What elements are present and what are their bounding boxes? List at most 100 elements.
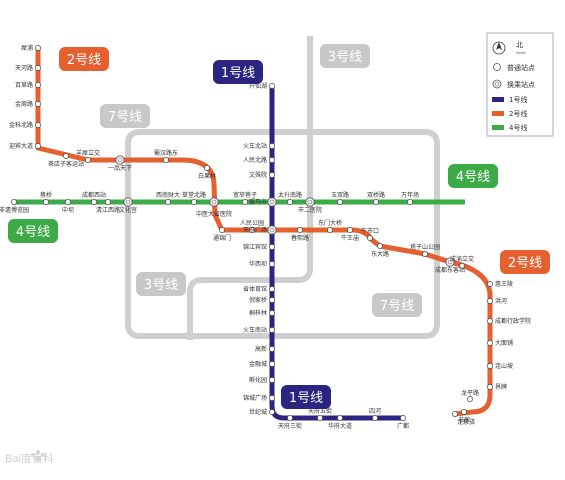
station-marker[interactable] — [269, 377, 275, 383]
station-label: 洪河 — [495, 297, 507, 305]
station-marker[interactable] — [269, 346, 275, 352]
station-marker[interactable] — [347, 227, 353, 233]
station-marker[interactable] — [467, 396, 473, 402]
station-label: 高新 — [255, 345, 267, 353]
station-label: 东门大桥 — [318, 219, 342, 227]
station-label: 蔡桥 — [40, 191, 52, 199]
station-marker[interactable] — [85, 157, 91, 163]
station-marker[interactable] — [297, 227, 303, 233]
station-marker[interactable] — [317, 415, 323, 421]
station-marker[interactable] — [287, 415, 293, 421]
line7-badge-bottom: 7号线 — [372, 293, 422, 317]
station-label: 茶店子客运站 — [48, 160, 84, 168]
line4-badge-left: 4号线 — [8, 219, 58, 243]
station-marker[interactable] — [35, 65, 41, 71]
station-marker[interactable] — [373, 199, 379, 205]
station-marker[interactable] — [452, 411, 458, 417]
station-marker[interactable] — [269, 244, 275, 250]
station-marker[interactable] — [487, 384, 493, 390]
station-marker[interactable] — [35, 45, 41, 51]
station-label: 世纪城 — [249, 408, 267, 416]
station-marker[interactable] — [191, 199, 197, 205]
station-marker[interactable] — [377, 243, 383, 249]
station-marker[interactable] — [63, 153, 69, 159]
station-label: 清江西路 — [96, 206, 120, 214]
legend-regular-station: 普通站点 — [507, 63, 535, 72]
station-marker[interactable] — [91, 199, 97, 205]
station-marker[interactable] — [372, 415, 378, 421]
station-label: 成都行政学院 — [495, 317, 531, 325]
station-marker[interactable] — [461, 409, 467, 415]
station-marker[interactable] — [11, 199, 17, 205]
station-marker[interactable] — [269, 409, 275, 415]
transfer-station-icon — [492, 79, 502, 89]
station-label: 天府三街 — [278, 422, 302, 430]
line1-badge-top: 1号线 — [213, 60, 263, 84]
station-label: 桐梓林 — [249, 309, 267, 317]
station-marker[interactable] — [459, 263, 465, 269]
line3-planned-route — [187, 36, 313, 340]
station-label: 春熙路 — [291, 234, 309, 242]
station-marker[interactable] — [407, 199, 413, 205]
station-marker[interactable] — [35, 82, 41, 88]
station-marker[interactable] — [269, 361, 275, 367]
station-label: 金周路 — [15, 100, 33, 108]
station-marker[interactable] — [269, 297, 275, 303]
station-marker[interactable] — [204, 165, 210, 171]
line-badge-text: 1号线 — [221, 66, 255, 81]
station-label: 一品天下 — [108, 165, 132, 172]
map-legend: 北 North 普通站点 换乘站点 1号线 2号线 4号线 — [486, 32, 554, 137]
station-marker[interactable] — [422, 251, 428, 257]
station-marker[interactable] — [269, 157, 275, 163]
station-label: 通锦门 — [213, 234, 231, 242]
station-marker[interactable] — [487, 363, 493, 369]
station-marker[interactable] — [249, 227, 255, 233]
station-label: 中坝 — [62, 206, 74, 214]
station-marker[interactable] — [105, 199, 111, 205]
station-label: 西南财大 — [156, 191, 180, 199]
station-label: 龙平路 — [461, 389, 479, 397]
station-marker[interactable] — [219, 227, 225, 233]
station-marker[interactable] — [337, 415, 343, 421]
station-marker[interactable] — [367, 235, 373, 241]
station-marker[interactable] — [269, 395, 275, 401]
station-marker[interactable] — [269, 143, 275, 149]
transfer-station-inner — [307, 199, 313, 205]
station-marker[interactable] — [35, 143, 41, 149]
station-label: 牛王庙 — [341, 234, 359, 242]
station-marker[interactable] — [43, 199, 49, 205]
station-marker[interactable] — [269, 172, 275, 178]
station-label: 太升南路 — [278, 191, 302, 199]
station-marker[interactable] — [65, 199, 71, 205]
station-marker[interactable] — [269, 261, 275, 267]
station-label: 书房 — [458, 416, 470, 424]
station-marker[interactable] — [337, 199, 343, 205]
station-marker[interactable] — [165, 199, 171, 205]
station-marker[interactable] — [269, 83, 275, 89]
line2-badge-top: 2号线 — [59, 47, 109, 71]
station-marker[interactable] — [287, 199, 293, 205]
station-marker[interactable] — [242, 199, 248, 205]
line3-badge-bottom: 3号线 — [136, 272, 186, 296]
station-label: 惠王陵 — [495, 280, 513, 288]
station-marker[interactable] — [487, 281, 493, 287]
station-marker[interactable] — [487, 318, 493, 324]
station-marker[interactable] — [269, 327, 275, 333]
station-label: 成渝立交 — [450, 255, 474, 263]
station-label: 成都东客站 — [435, 266, 465, 274]
station-label: 大面铺 — [495, 339, 513, 347]
station-marker[interactable] — [35, 122, 41, 128]
station-marker[interactable] — [163, 157, 169, 163]
legend-line2-swatch — [492, 111, 504, 116]
station-marker[interactable] — [269, 286, 275, 292]
station-marker[interactable] — [327, 227, 333, 233]
line7-planned-route — [125, 129, 440, 339]
station-marker[interactable] — [269, 310, 275, 316]
station-marker[interactable] — [35, 101, 41, 107]
station-marker[interactable] — [487, 340, 493, 346]
station-label: 百草路 — [15, 81, 33, 89]
station-marker[interactable] — [487, 298, 493, 304]
station-marker[interactable] — [400, 415, 406, 421]
